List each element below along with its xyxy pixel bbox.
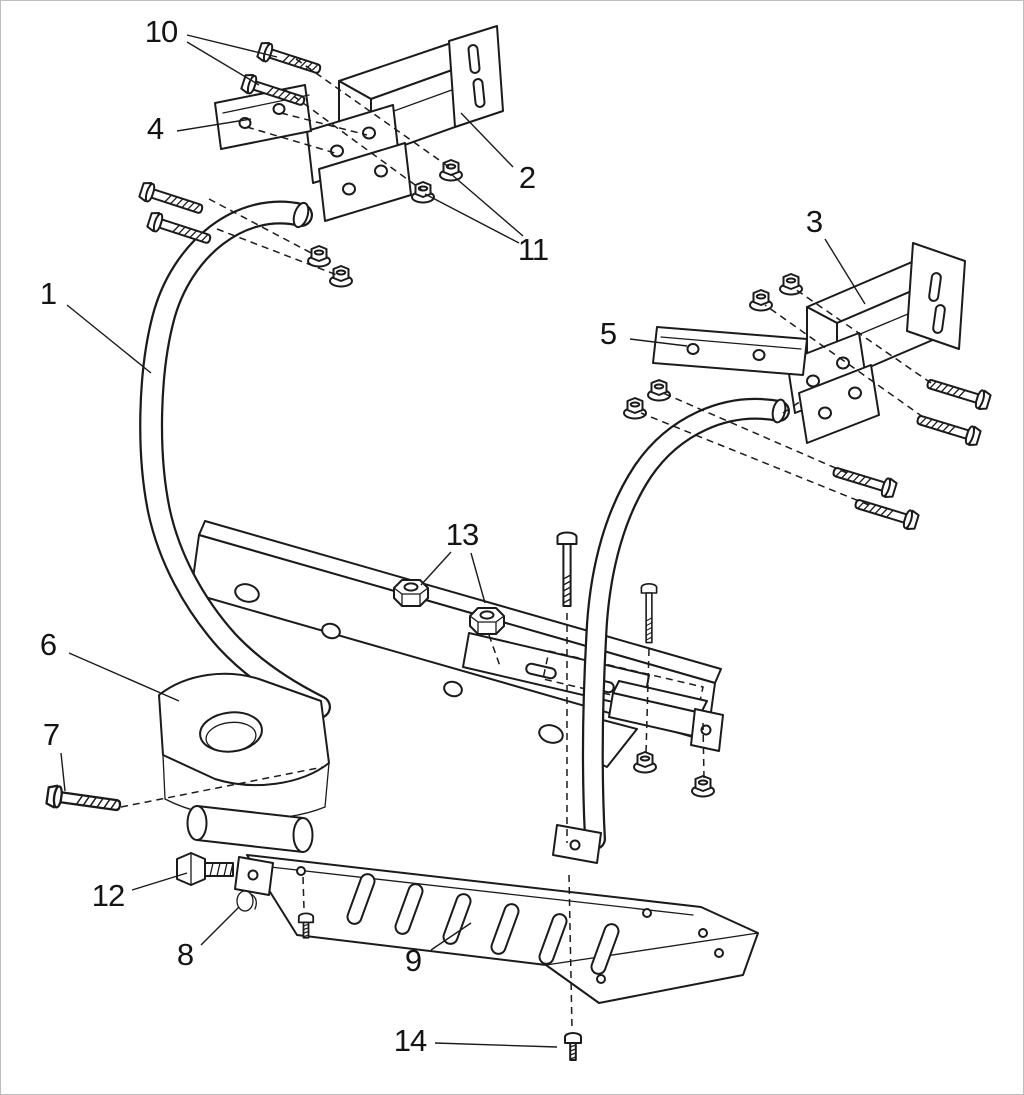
winch-clevis-bracket <box>158 672 330 912</box>
leader-line-3 <box>824 238 866 305</box>
frame-tube-left <box>139 200 331 719</box>
leader-line-13 <box>470 552 486 604</box>
leader-line-11 <box>450 173 524 237</box>
leader-line-13 <box>420 551 452 586</box>
leader-line-7 <box>60 752 66 792</box>
rear-crossbar <box>584 680 724 768</box>
skid-plate <box>246 854 759 1004</box>
leader-line-12 <box>131 872 188 891</box>
frame-tube-right <box>552 397 790 864</box>
leader-line-14 <box>434 1042 558 1048</box>
leader-line-11 <box>424 193 520 244</box>
leader-line-2 <box>460 112 514 168</box>
leader-line-4 <box>176 118 252 132</box>
leader-line-8 <box>200 906 240 946</box>
leader-line-9 <box>430 922 472 951</box>
leader-line-10 <box>186 34 278 58</box>
callout-leader-lines <box>60 34 866 1048</box>
leader-line-6 <box>68 652 180 702</box>
mount-bracket-right <box>652 242 966 444</box>
assembly-alignment-lines <box>120 58 932 1030</box>
leader-line-10 <box>186 41 260 86</box>
leader-line-5 <box>629 338 688 347</box>
leader-line-1 <box>66 304 152 374</box>
